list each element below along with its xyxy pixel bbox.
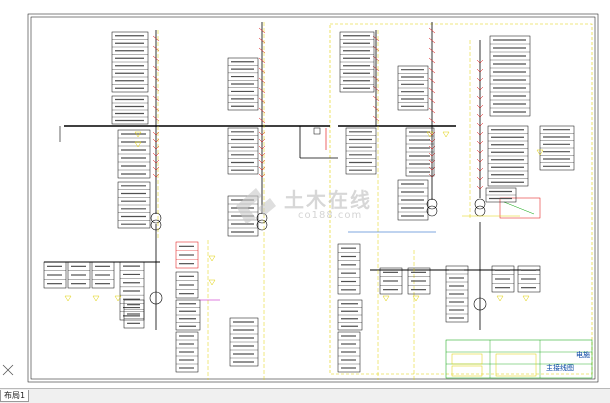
equipment-schedule [91, 261, 115, 289]
equipment-schedule [445, 265, 469, 323]
switch-symbol [372, 95, 380, 102]
equipment-schedule [407, 267, 431, 295]
earth-marker [92, 295, 100, 302]
equipment-schedule [379, 267, 403, 295]
equipment-schedule [175, 241, 199, 269]
current-transformer [258, 145, 266, 150]
title-block [445, 339, 593, 379]
current-transformer [476, 131, 484, 136]
drawing-inner-border [30, 16, 596, 380]
drawing-border [27, 13, 599, 383]
earth-marker [536, 149, 544, 156]
current-transformer [476, 68, 484, 73]
switch-symbol [428, 37, 436, 44]
protection-panel [499, 197, 541, 219]
title-block-field [495, 353, 537, 377]
title-block-field [451, 353, 483, 365]
transformer-winding [474, 198, 486, 210]
switch-symbol [258, 57, 266, 64]
watermark-brand: 土木在线 [284, 188, 372, 212]
tab-layout-1[interactable]: 布局1 [0, 390, 30, 402]
switch-symbol [428, 47, 436, 54]
equipment-schedule [227, 57, 259, 111]
switch-symbol [428, 117, 436, 124]
earth-marker [426, 131, 434, 138]
current-transformer [476, 122, 484, 127]
watermark-logo-icon [236, 188, 276, 224]
current-transformer [476, 140, 484, 145]
current-transformer [476, 86, 484, 91]
current-transformer [476, 185, 484, 190]
layout-tab-bar: 布局1 [0, 388, 610, 403]
earth-marker [134, 131, 142, 138]
current-transformer [476, 104, 484, 109]
switch-symbol [258, 117, 266, 124]
equipment-schedule [43, 261, 67, 289]
tie-breaker [313, 127, 321, 135]
earth-marker [382, 295, 390, 302]
equipment-schedule [227, 195, 259, 237]
watermark: 土木在线 co188.com [232, 184, 432, 228]
equipment-schedule [175, 271, 199, 299]
transformer-winding [256, 219, 268, 231]
title-block-sheet: 电施 [576, 351, 590, 359]
equipment-schedule [119, 261, 145, 321]
switch-symbol [428, 27, 436, 34]
current-transformer [476, 176, 484, 181]
earth-marker [134, 141, 142, 148]
switch-symbol [428, 87, 436, 94]
switch-symbol [428, 107, 436, 114]
current-transformer [476, 113, 484, 118]
switch-symbol [258, 27, 266, 34]
switch-symbol [258, 87, 266, 94]
current-transformer [476, 158, 484, 163]
switch-symbol [428, 97, 436, 104]
current-transformer [476, 149, 484, 154]
transformer-winding [474, 205, 486, 217]
drawing-canvas[interactable]: 土木在线 co188.com 主接线图 电施 [0, 0, 610, 388]
earth-marker [522, 295, 530, 302]
earth-marker [442, 131, 450, 138]
earth-marker [208, 255, 216, 262]
equipment-schedule [123, 299, 145, 329]
current-transformer [476, 167, 484, 172]
control-wiring [503, 201, 535, 215]
current-transformer [476, 95, 484, 100]
watermark-site: co188.com [298, 210, 363, 221]
electrical-schematic [27, 13, 599, 383]
generator-symbol [149, 291, 163, 305]
earth-marker [412, 295, 420, 302]
current-transformer [476, 77, 484, 82]
switch-symbol [428, 77, 436, 84]
switch-symbol [428, 57, 436, 64]
sheet-boundary [329, 23, 593, 375]
equipment-schedule [67, 261, 91, 289]
earth-marker [64, 295, 72, 302]
switch-symbol [152, 95, 160, 102]
ucs-axis-icon [2, 364, 14, 376]
equipment-schedule [517, 265, 541, 293]
generator-symbol [473, 297, 487, 311]
equipment-schedule [397, 179, 429, 221]
switch-symbol [152, 35, 160, 42]
current-transformer [476, 59, 484, 64]
earth-marker [208, 279, 216, 286]
current-transformer [152, 159, 160, 164]
transformer-winding [150, 212, 162, 224]
equipment-schedule [175, 331, 199, 373]
switch-symbol [152, 65, 160, 72]
earth-marker [496, 295, 504, 302]
title-block-field [451, 365, 483, 377]
switch-symbol [428, 67, 436, 74]
equipment-schedule [491, 265, 515, 293]
equipment-schedule [337, 331, 361, 373]
transformer-winding [426, 205, 438, 217]
earth-marker [114, 295, 122, 302]
title-block-drawing-title: 主接线图 [546, 364, 574, 372]
